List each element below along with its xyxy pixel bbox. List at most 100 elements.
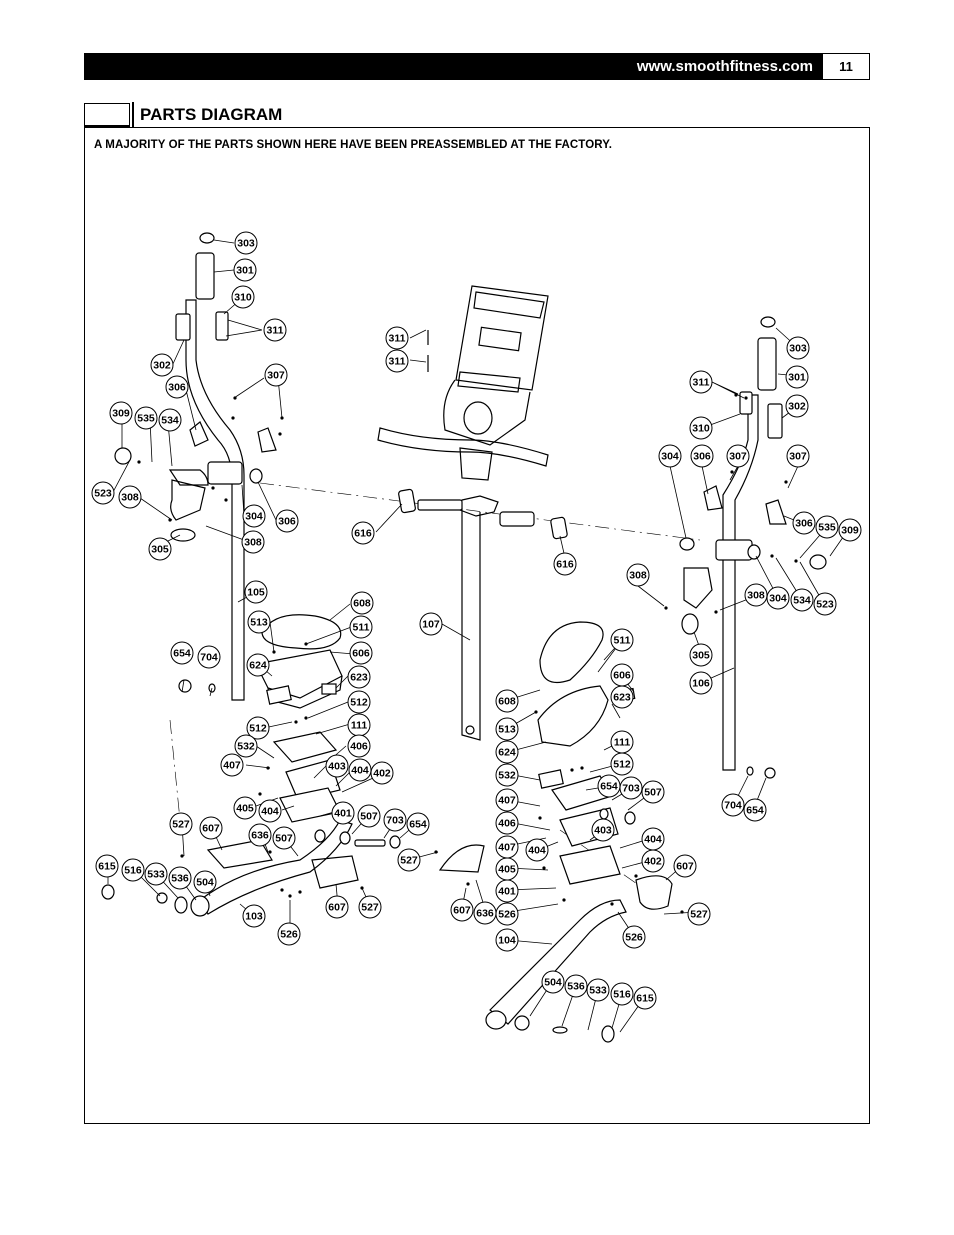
part-number: 301 <box>788 372 806 384</box>
part-number: 623 <box>613 692 631 704</box>
part-callout-107: 107 <box>419 612 443 636</box>
part-number: 404 <box>351 765 369 777</box>
part-callout-523: 523 <box>91 481 115 505</box>
part-number: 536 <box>171 873 189 885</box>
part-number: 703 <box>386 815 404 827</box>
part-number: 407 <box>498 842 516 854</box>
part-number: 107 <box>422 619 440 631</box>
part-callout-527: 527 <box>397 848 421 872</box>
part-number: 403 <box>328 761 346 773</box>
part-callout-535: 535 <box>815 515 839 539</box>
part-number: 111 <box>351 720 368 732</box>
part-number: 103 <box>245 911 263 923</box>
part-number: 527 <box>361 902 379 914</box>
part-number: 404 <box>644 834 662 846</box>
part-callout-305: 305 <box>148 537 172 561</box>
part-callout-654: 654 <box>743 798 767 822</box>
part-callout-624: 624 <box>495 740 519 764</box>
part-number: 305 <box>692 650 710 662</box>
part-callout-534: 534 <box>790 588 814 612</box>
part-callout-507: 507 <box>272 826 296 850</box>
part-number: 526 <box>280 929 298 941</box>
part-callout-306: 306 <box>275 509 299 533</box>
part-callout-406: 406 <box>347 734 371 758</box>
part-callout-512: 512 <box>610 752 634 776</box>
part-number: 104 <box>498 935 516 947</box>
part-callout-405: 405 <box>495 857 519 881</box>
part-callout-533: 533 <box>144 862 168 886</box>
part-number: 306 <box>795 518 813 530</box>
part-callout-607: 607 <box>673 854 697 878</box>
part-callout-104: 104 <box>495 928 519 952</box>
part-callout-311: 311 <box>385 349 409 373</box>
part-number: 615 <box>636 993 654 1005</box>
part-callout-511: 511 <box>349 615 373 639</box>
part-number: 532 <box>498 770 516 782</box>
part-callout-403: 403 <box>591 818 615 842</box>
part-callout-616: 616 <box>553 552 577 576</box>
part-callout-607: 607 <box>450 898 474 922</box>
website-url[interactable]: www.smoothfitness.com <box>636 58 813 75</box>
part-number: 106 <box>692 678 710 690</box>
part-number: 311 <box>389 356 406 368</box>
part-callout-654: 654 <box>406 812 430 836</box>
part-callout-533: 533 <box>586 978 610 1002</box>
part-callout-301: 301 <box>785 365 809 389</box>
part-number: 624 <box>249 660 267 672</box>
part-number: 533 <box>589 985 607 997</box>
part-number: 303 <box>237 238 255 250</box>
part-number: 304 <box>245 511 263 523</box>
diagram-frame <box>84 127 870 1124</box>
part-callout-306: 306 <box>690 444 714 468</box>
part-callout-535: 535 <box>134 406 158 430</box>
part-number: 516 <box>124 865 142 877</box>
part-number: 526 <box>498 909 516 921</box>
part-number: 533 <box>147 869 165 881</box>
part-number: 704 <box>200 652 218 664</box>
part-callout-516: 516 <box>610 982 634 1006</box>
part-number: 636 <box>251 830 269 842</box>
part-callout-532: 532 <box>234 734 258 758</box>
part-callout-704: 704 <box>721 793 745 817</box>
part-callout-310: 310 <box>689 416 713 440</box>
part-number: 704 <box>724 800 742 812</box>
part-number: 309 <box>112 408 130 420</box>
part-callout-304: 304 <box>658 444 682 468</box>
part-number: 608 <box>353 598 371 610</box>
part-number: 504 <box>544 977 562 989</box>
part-number: 301 <box>236 265 254 277</box>
part-number: 608 <box>498 696 516 708</box>
left-pedal-assembly <box>101 614 401 917</box>
part-number: 311 <box>693 377 710 389</box>
part-number: 308 <box>244 537 262 549</box>
part-callout-307: 307 <box>726 444 750 468</box>
part-number: 523 <box>94 488 112 500</box>
part-callout-105: 105 <box>244 580 268 604</box>
part-callout-623: 623 <box>610 685 634 709</box>
part-callout-308: 308 <box>241 530 265 554</box>
part-number: 308 <box>747 590 765 602</box>
part-callout-703: 703 <box>619 776 643 800</box>
part-number: 624 <box>498 747 516 759</box>
part-number: 306 <box>278 516 296 528</box>
part-number: 401 <box>334 808 352 820</box>
part-callout-536: 536 <box>168 866 192 890</box>
part-callout-526: 526 <box>277 922 301 946</box>
part-callout-507: 507 <box>641 780 665 804</box>
section-marker <box>84 103 130 127</box>
part-callout-504: 504 <box>541 970 565 994</box>
part-number: 504 <box>196 877 214 889</box>
part-callout-624: 624 <box>246 653 270 677</box>
preassembled-note: A MAJORITY OF THE PARTS SHOWN HERE HAVE … <box>94 139 613 151</box>
part-number: 404 <box>528 845 546 857</box>
part-callout-406: 406 <box>495 811 519 835</box>
part-callout-308: 308 <box>744 583 768 607</box>
part-number: 523 <box>816 599 834 611</box>
part-callout-532: 532 <box>495 763 519 787</box>
part-callout-301: 301 <box>233 258 257 282</box>
part-number: 406 <box>350 741 368 753</box>
part-number: 607 <box>453 905 471 917</box>
part-callout-402: 402 <box>641 849 665 873</box>
part-number: 535 <box>818 522 836 534</box>
